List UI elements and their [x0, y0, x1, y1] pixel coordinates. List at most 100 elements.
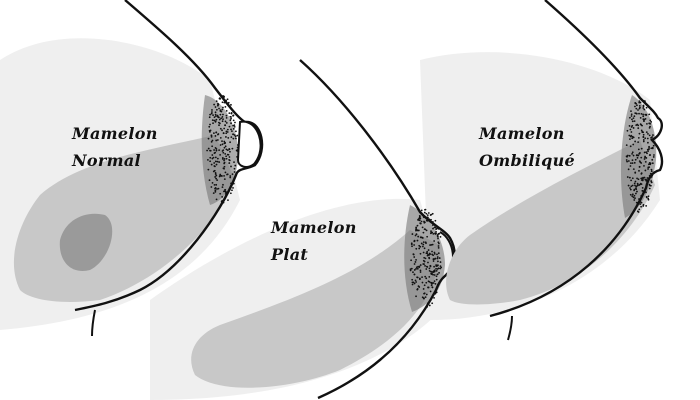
- stipple-dot: [229, 176, 232, 179]
- stipple-dot: [422, 216, 425, 219]
- stipple-dot: [635, 107, 638, 110]
- stipple-dot: [438, 257, 441, 259]
- stipple-dot: [627, 160, 630, 162]
- stipple-dot: [231, 130, 233, 133]
- stipple-dot: [233, 171, 236, 173]
- stipple-dot: [633, 115, 636, 118]
- stipple-dot: [209, 123, 211, 126]
- stipple-dot: [642, 139, 645, 141]
- stipple-dot: [635, 112, 638, 115]
- stipple-dot: [432, 260, 435, 262]
- stipple-dot: [627, 184, 630, 187]
- stipple-dot: [650, 147, 653, 150]
- stipple-dot: [640, 112, 643, 115]
- stipple-dot: [630, 185, 633, 188]
- stipple-dot: [430, 218, 432, 221]
- stipple-dot: [225, 101, 228, 103]
- stipple-dot: [644, 188, 646, 191]
- stipple-dot: [212, 122, 214, 125]
- stipple-dot: [221, 129, 223, 132]
- stipple-dot: [210, 134, 213, 137]
- stipple-dot: [223, 127, 226, 130]
- stipple-dot: [215, 163, 218, 166]
- stipple-dot: [649, 125, 651, 128]
- stipple-dot: [421, 226, 424, 229]
- stipple-dot: [650, 184, 652, 187]
- stipple-dot: [229, 150, 231, 153]
- stipple-dot: [637, 141, 640, 144]
- stipple-dot: [219, 127, 222, 130]
- label-plat-line1: Mamelon: [271, 218, 357, 237]
- stipple-dot: [637, 136, 640, 139]
- stipple-dot: [225, 122, 228, 124]
- stipple-dot: [424, 228, 427, 231]
- stipple-dot: [638, 208, 641, 211]
- stipple-dot: [628, 125, 631, 127]
- stipple-dot: [218, 121, 220, 124]
- stipple-dot: [652, 156, 655, 158]
- stipple-dot: [433, 251, 436, 254]
- stipple-dot: [230, 182, 232, 185]
- stipple-dot: [413, 256, 416, 258]
- stipple-dot: [425, 293, 428, 296]
- stipple-dot: [233, 167, 236, 170]
- stipple-dot: [434, 292, 437, 295]
- stipple-dot: [221, 108, 224, 111]
- stipple-dot: [211, 157, 214, 160]
- stipple-dot: [432, 227, 434, 230]
- stipple-dot: [225, 190, 227, 193]
- stipple-dot: [432, 232, 435, 235]
- stipple-dot: [213, 132, 215, 134]
- stipple-dot: [634, 180, 637, 183]
- stipple-dot: [648, 183, 651, 186]
- stipple-dot: [434, 219, 437, 222]
- stipple-dot: [428, 269, 431, 272]
- stipple-dot: [218, 175, 221, 178]
- stipple-dot: [214, 113, 217, 116]
- stipple-dot: [225, 193, 227, 196]
- stipple-dot: [629, 128, 632, 131]
- stipple-dot: [218, 107, 220, 110]
- stipple-dot: [642, 115, 645, 118]
- stipple-dot: [438, 271, 440, 274]
- stipple-dot: [226, 98, 229, 101]
- stipple-dot: [434, 226, 437, 229]
- stipple-dot: [217, 102, 219, 105]
- stipple-dot: [419, 236, 422, 239]
- stipple-dot: [633, 161, 636, 164]
- stipple-dot: [230, 116, 232, 118]
- stipple-dot: [411, 278, 414, 281]
- stipple-dot: [651, 138, 654, 141]
- stipple-dot: [222, 132, 225, 135]
- stipple-dot: [642, 107, 645, 109]
- stipple-dot: [224, 105, 227, 108]
- stipple-dot: [426, 235, 429, 238]
- stipple-dot: [642, 118, 645, 121]
- stipple-dot: [647, 178, 650, 181]
- stipple-dot: [436, 235, 439, 238]
- stipple-dot: [207, 158, 209, 161]
- stipple-dot: [631, 159, 634, 162]
- stipple-dot: [224, 153, 227, 155]
- stipple-dot: [207, 147, 210, 150]
- stipple-dot: [414, 261, 417, 263]
- stipple-dot: [221, 143, 224, 146]
- stipple-dot: [437, 237, 439, 240]
- stipple-dot: [435, 264, 438, 266]
- stipple-dot: [221, 157, 224, 159]
- stipple-dot: [221, 101, 224, 104]
- stipple-dot: [628, 176, 631, 179]
- stipple-dot: [649, 163, 652, 166]
- stipple-dot: [412, 253, 415, 256]
- stipple-dot: [213, 183, 216, 186]
- stipple-dot: [214, 190, 217, 193]
- stipple-dot: [638, 104, 641, 107]
- label-ombilique: Mamelon Ombiliqué: [479, 120, 575, 174]
- stipple-dot: [436, 256, 439, 258]
- stipple-dot: [439, 261, 442, 263]
- label-plat: Mamelon Plat: [271, 214, 357, 268]
- stipple-dot: [218, 161, 221, 163]
- stipple-dot: [634, 102, 637, 105]
- stipple-dot: [435, 267, 437, 270]
- stipple-dot: [421, 276, 423, 279]
